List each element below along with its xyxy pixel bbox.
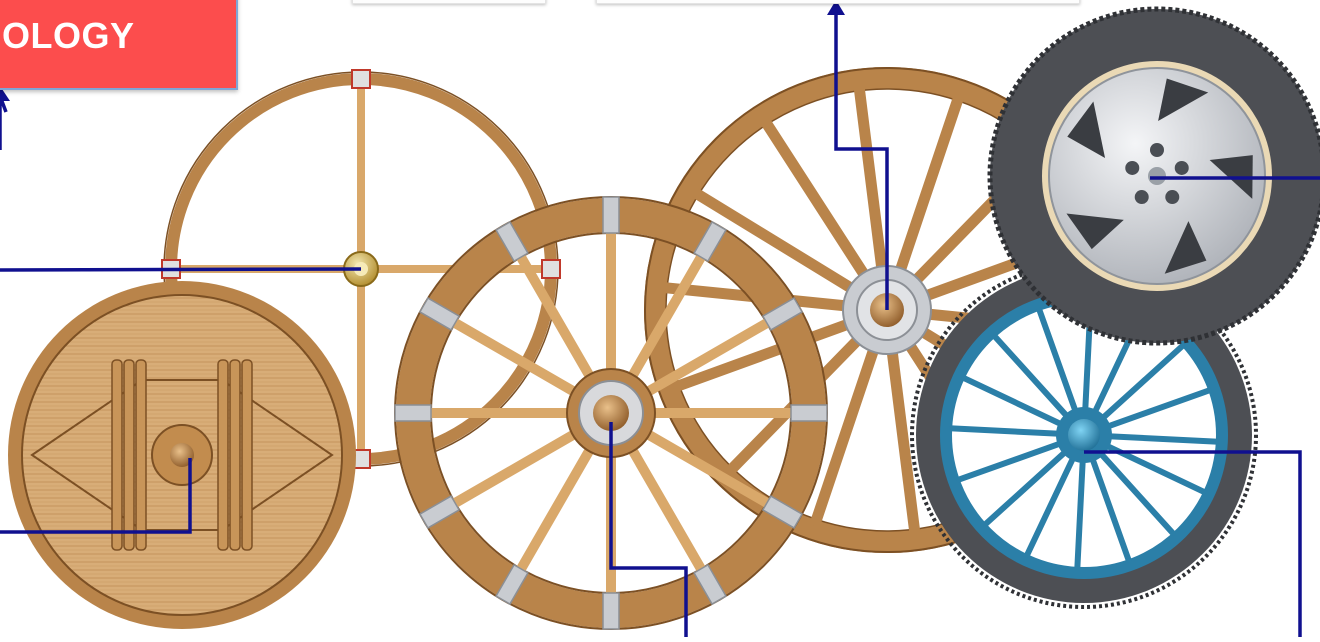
alloy-center <box>1148 167 1166 185</box>
frame-clamp <box>352 70 370 88</box>
banded-iron-plate <box>791 405 827 421</box>
banded-iron-plate <box>603 197 619 233</box>
banded-spoke <box>631 448 702 571</box>
banded-iron-plate <box>395 405 431 421</box>
disc-plank <box>136 360 146 550</box>
title-badge: OLOGY <box>0 0 238 90</box>
disc-plank <box>242 360 252 550</box>
wire-hub <box>1068 419 1100 451</box>
disc-plank <box>112 360 122 550</box>
label-box-top-left <box>352 0 546 4</box>
callout-line <box>0 269 361 270</box>
label-box-top-center <box>596 0 1080 4</box>
disc-plank <box>124 360 134 550</box>
frame-clamp <box>542 260 560 278</box>
banded-spoke <box>520 448 591 571</box>
callout-line <box>0 96 6 150</box>
disc-plank <box>218 360 228 550</box>
wagon-spoke <box>859 90 882 271</box>
alloy-lug-nut <box>1165 190 1179 204</box>
alloy-lug-nut <box>1150 143 1164 157</box>
banded-iron-plate <box>603 593 619 629</box>
alloy-lug-nut <box>1125 161 1139 175</box>
solid-disc-wheel <box>8 281 356 629</box>
alloy-car-tyre <box>990 9 1320 343</box>
wagon-spoke <box>767 123 866 276</box>
alloy-lug-nut <box>1175 161 1189 175</box>
disc-plank <box>230 360 240 550</box>
alloy-lug-nut <box>1135 190 1149 204</box>
banded-spoke <box>453 433 576 504</box>
